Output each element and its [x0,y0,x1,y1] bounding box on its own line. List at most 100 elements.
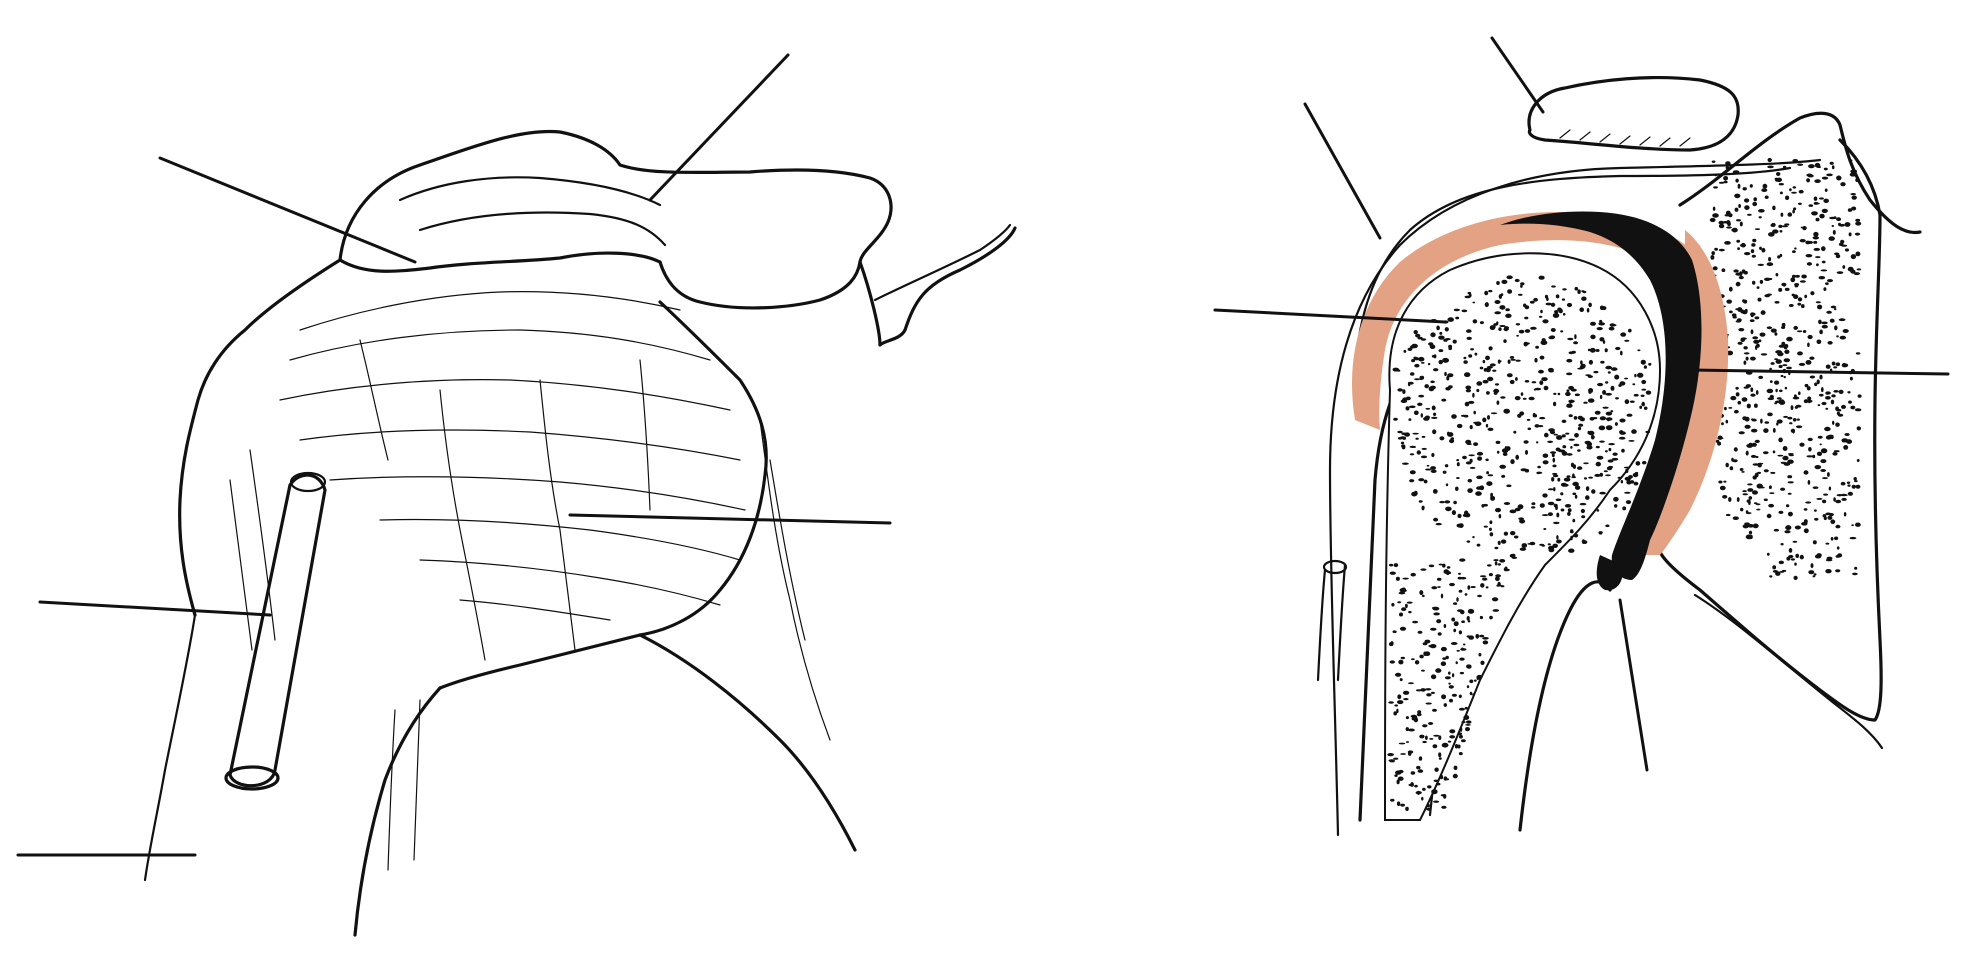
stipple-dot [1620,332,1627,337]
stipple-dot [1430,691,1435,695]
stipple-dot [1822,514,1827,518]
stipple-dot [1484,290,1489,296]
stipple-dot [1798,202,1802,205]
stipple-dot [1552,474,1559,478]
stipple-dot [1461,620,1465,623]
tendon-section [1316,563,1347,682]
stipple-dot [1648,362,1652,366]
stipple-dot [1534,387,1542,391]
stipple-dot [1409,453,1415,456]
stipple-dot [1778,399,1785,404]
stipple-dot [1569,401,1572,404]
stipple-dot [1410,714,1418,718]
stipple-dot [1590,321,1596,326]
stipple-dot [1564,504,1572,508]
stipple-dot [1567,508,1572,513]
stipple-dot [1499,325,1506,327]
stipple-dot [1570,462,1575,468]
stipple-dot [1838,223,1846,227]
leader-line-9 [1690,368,1950,376]
stipple-dot [1617,476,1622,479]
stipple-dot [1470,586,1476,588]
stipple-dot [1842,329,1849,333]
stipple-dot [1494,561,1498,566]
stipple-dot [1409,470,1416,475]
stipple-dot [1448,346,1452,351]
stipple-dot [1775,273,1779,277]
stipple-dot [1839,335,1847,340]
stipple-dot [1614,504,1618,508]
stipple-dot [1440,593,1444,599]
stipple-dot [1523,440,1529,444]
stipple-dot [1619,418,1626,423]
stipple-dot [1416,712,1422,717]
stipple-dot [1792,250,1796,254]
stipple-dot [1822,499,1827,504]
stipple-dot [1795,274,1800,278]
biceps-tendon-end [224,765,280,791]
stipple-dot [1794,562,1797,566]
stipple-dot [1770,328,1777,333]
stipple-dot [1759,332,1766,337]
stipple-dot [1476,451,1484,456]
stipple-dot [1740,309,1745,314]
stipple-dot [1608,326,1615,331]
stipple-dot [1438,757,1442,760]
stipple-dot [1433,412,1437,416]
stipple-dot [1795,404,1802,408]
stipple-dot [1818,276,1826,280]
stipple-dot [1816,339,1822,345]
stipple-dot [1566,358,1573,363]
stipple-dot [1802,330,1807,333]
stipple-dot [1780,487,1785,491]
stipple-dot [1490,492,1493,498]
stipple-dot [1421,594,1425,598]
stipple-dot [1402,462,1409,465]
stipple-dot [1855,251,1861,257]
stipple-dot [1492,369,1497,372]
stipple-dot [1488,527,1492,531]
stipple-dot [1440,794,1446,797]
stipple-dot [1747,213,1752,216]
stipple-dot [1479,615,1483,620]
stipple-dot [1534,424,1540,428]
stipple-dot [1724,406,1727,411]
stipple-dot [1596,509,1600,512]
stipple-dot [1812,486,1819,490]
stipple-dot [1760,418,1763,424]
stipple-dot [1824,188,1828,192]
stipple-dot [1782,455,1789,461]
stipple-dot [1473,442,1479,446]
stipple-dot [1632,383,1636,386]
stipple-dot [1542,319,1549,324]
stipple-dot [1476,674,1483,680]
stipple-dot [1775,359,1782,364]
stipple-dot [1447,432,1454,437]
stipple-dot [1587,398,1595,403]
stipple-dot [1570,535,1573,541]
stipple-dot [1485,458,1489,462]
stipple-dot [1403,698,1409,701]
stipple-dot [1803,528,1809,534]
stipple-dot [1536,441,1539,444]
stipple-dot [1430,469,1437,473]
stipple-dot [1539,380,1544,386]
stipple-dot [1395,672,1402,677]
stipple-dot [1436,577,1442,581]
stipple-dot [1838,318,1846,322]
stipple-dot [1554,310,1559,314]
stipple-dot [1429,738,1434,740]
stipple-dot [1807,342,1810,348]
stipple-dot [1835,254,1841,259]
stipple-dot [1796,418,1800,421]
stipple-dot [1794,247,1797,250]
stipple-dot [1444,676,1451,680]
stipple-dot [1853,272,1861,276]
stipple-dot [1726,299,1732,304]
stipple-dot [1817,435,1823,439]
stipple-dot [1466,329,1472,333]
stipple-dot [1739,271,1743,277]
stipple-dot [1425,735,1428,740]
stipple-dot [1750,454,1757,458]
stipple-dot [1465,727,1470,732]
